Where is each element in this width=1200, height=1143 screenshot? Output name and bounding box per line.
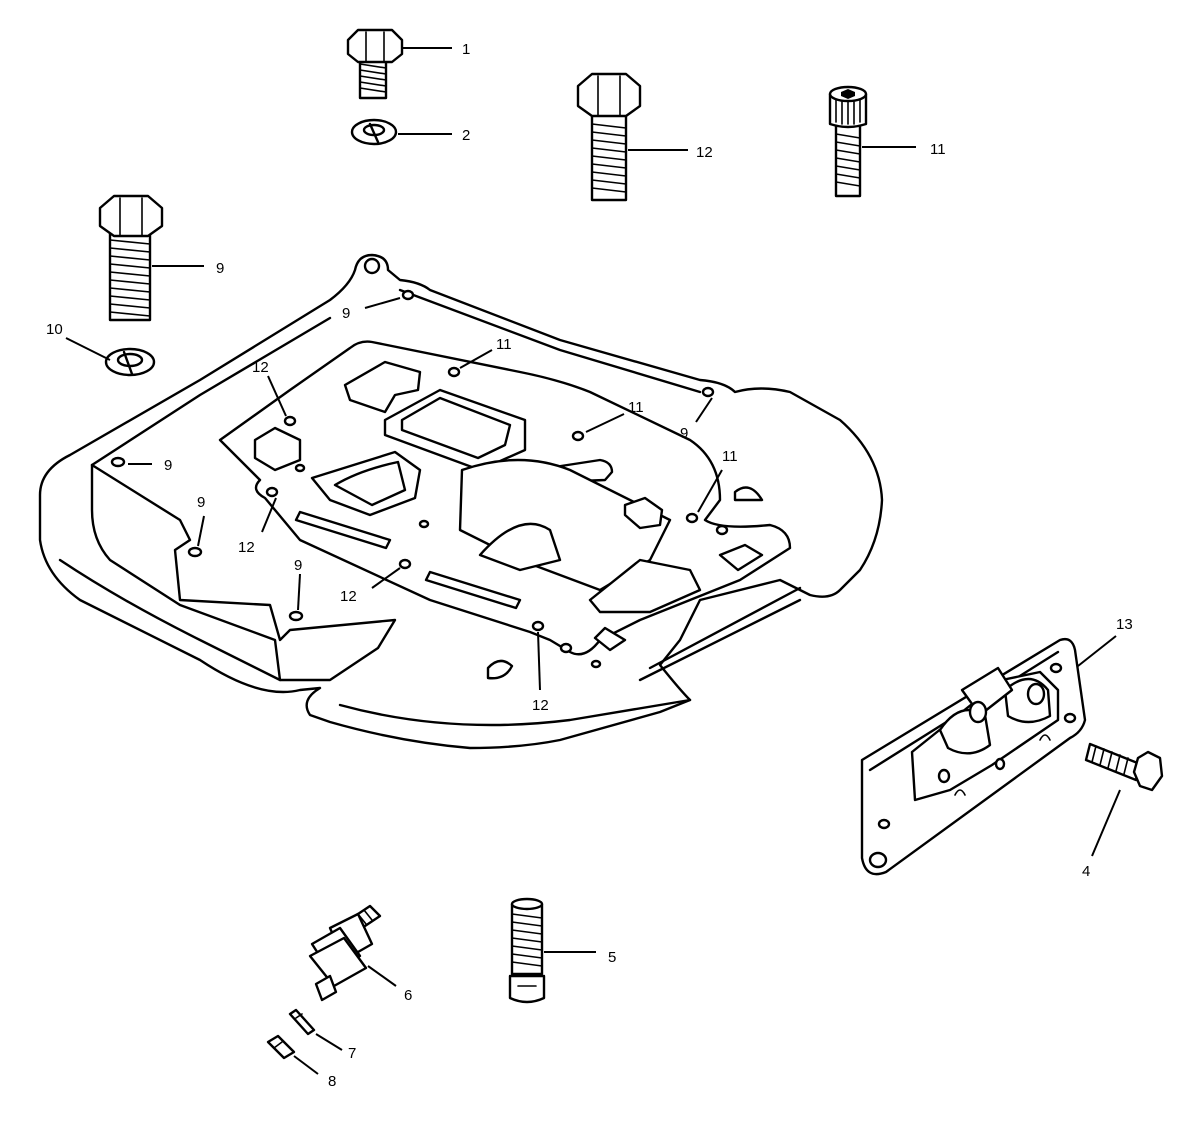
callout-8: 8: [328, 1073, 336, 1090]
callout-12-plate-4: 12: [532, 697, 549, 714]
part-8-terminal: [266, 1034, 296, 1060]
leader-12-plate-1: [267, 375, 287, 417]
callout-9-plate-bottom: 9: [294, 557, 302, 574]
callout-1: 1: [462, 41, 470, 58]
leader-11-plate-3: [697, 469, 723, 513]
leader-9-plate-right: [695, 397, 713, 423]
leader-12-plate-3: [371, 567, 401, 589]
callout-11-plate-1: 11: [496, 336, 512, 353]
leader-11-plate-1: [459, 349, 493, 369]
callout-12-plate-3: 12: [340, 588, 357, 605]
callout-5: 5: [608, 949, 616, 966]
part-12-hex-bolt: [576, 72, 642, 202]
leader-9-plate-bottom: [297, 573, 301, 611]
callout-13: 13: [1116, 616, 1133, 633]
part-1-hex-bolt: [346, 28, 404, 100]
part-6-coupling: [308, 904, 382, 1002]
part-5-stud-bolt: [508, 897, 546, 1004]
callout-11-top: 11: [930, 141, 946, 158]
callout-9-plate-right: 9: [680, 425, 688, 442]
leader-7: [315, 1033, 343, 1051]
part-10-lock-washer: [104, 347, 156, 377]
callout-2: 2: [462, 127, 470, 144]
callout-9-plate-top: 9: [342, 305, 350, 322]
leader-6: [367, 965, 397, 987]
part-2-lock-washer: [350, 118, 398, 146]
callout-9-bolt: 9: [216, 260, 224, 277]
part-11-socket-head-screw: [828, 85, 868, 198]
callout-6: 6: [404, 987, 412, 1004]
part-13-cover-plate: [860, 637, 1087, 876]
callout-10: 10: [46, 321, 63, 338]
callout-11-plate-3: 11: [722, 448, 738, 465]
leader-12-plate-4: [537, 631, 541, 691]
leader-10: [65, 337, 111, 361]
callout-9-plate-left: 9: [164, 457, 172, 474]
leader-8: [293, 1055, 319, 1075]
callout-12-plate-2: 12: [238, 539, 255, 556]
callout-12-top: 12: [696, 144, 713, 161]
main-adaptor-plate: [38, 253, 884, 750]
callout-12-plate-1: 12: [252, 359, 269, 376]
callout-7: 7: [348, 1045, 356, 1062]
leader-9-plate-top: [364, 297, 401, 309]
callout-11-plate-2: 11: [628, 399, 644, 416]
leader-4: [1091, 789, 1121, 857]
part-4-bolt: [1084, 742, 1164, 792]
leader-9-plate-block: [197, 515, 205, 547]
part-7-pin: [288, 1008, 316, 1036]
leader-11-plate-2: [585, 413, 625, 433]
callout-4: 4: [1082, 863, 1090, 880]
callout-9-plate-block: 9: [197, 494, 205, 511]
leader-13: [1077, 635, 1117, 667]
part-9-hex-bolt: [98, 194, 164, 322]
leader-12-plate-2: [261, 497, 277, 533]
plate-bolt-holes: [110, 289, 729, 669]
